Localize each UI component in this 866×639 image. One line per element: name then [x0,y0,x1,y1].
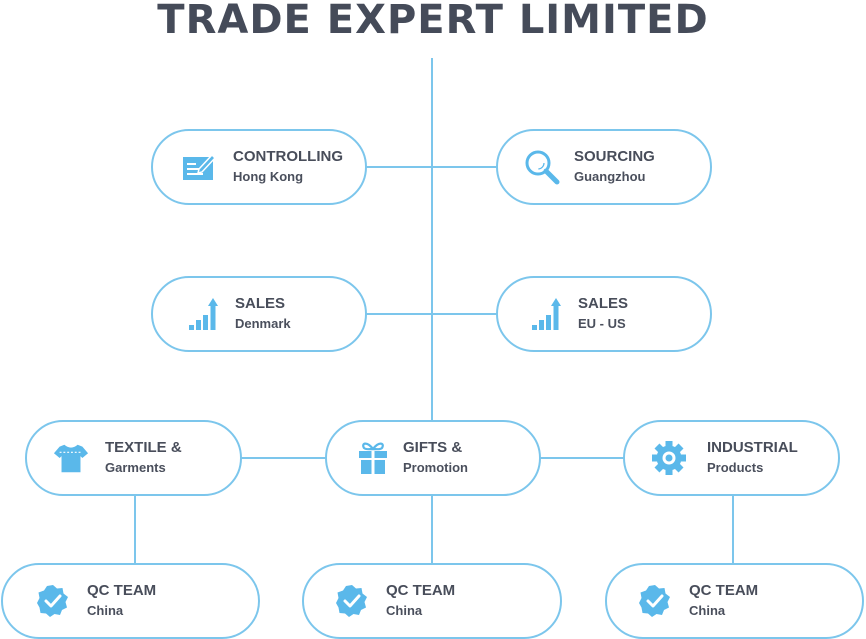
node-title: SALES [235,295,286,312]
tshirt-icon [53,440,89,476]
node-subtitle: Hong Kong [233,169,304,184]
node-title: CONTROLLING [233,148,343,165]
node-textile-garments: TEXTILE & Garments [25,420,242,496]
node-title: INDUSTRIAL [707,439,798,456]
org-chart-title: TRADE EXPERT LIMITED [157,0,709,43]
node-subtitle: Promotion [403,460,468,475]
node-qc-team-1: QC TEAM China [1,563,260,639]
node-qc-team-2: QC TEAM China [302,563,562,639]
search-icon [524,149,560,185]
gift-icon [355,440,391,476]
node-title: GIFTS & [403,439,463,456]
node-subtitle: China [689,603,726,618]
node-qc-team-3: QC TEAM China [605,563,864,639]
node-title: QC TEAM [386,582,456,599]
node-subtitle: Denmark [235,316,291,331]
node-title: QC TEAM [87,582,157,599]
node-title: SALES [578,295,629,312]
node-subtitle: China [386,603,423,618]
node-subtitle: Guangzhou [574,169,646,184]
node-subtitle: Products [707,460,764,475]
node-title: SOURCING [574,148,655,165]
node-industrial-products: INDUSTRIAL Products [623,420,840,496]
growth-chart-icon [185,296,221,332]
node-sales-eu-us: SALES EU - US [496,276,712,352]
verified-badge-icon [637,583,673,619]
node-controlling: CONTROLLING Hong Kong [151,129,367,205]
node-subtitle: Garments [105,460,166,475]
edit-document-icon [181,149,217,185]
verified-badge-icon [35,583,71,619]
node-subtitle: China [87,603,124,618]
gear-icon [651,440,687,476]
node-title: TEXTILE & [105,439,182,456]
node-sales-denmark: SALES Denmark [151,276,367,352]
verified-badge-icon [334,583,370,619]
node-title: QC TEAM [689,582,759,599]
node-subtitle: EU - US [578,316,626,331]
node-gifts-promotion: GIFTS & Promotion [325,420,541,496]
growth-chart-icon [528,296,564,332]
node-sourcing: SOURCING Guangzhou [496,129,712,205]
